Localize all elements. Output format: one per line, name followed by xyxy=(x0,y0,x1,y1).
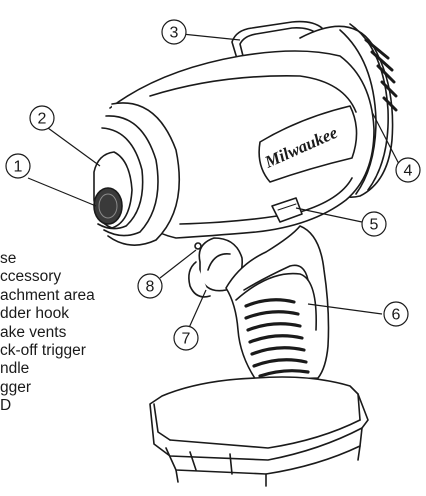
brand-panel xyxy=(258,105,358,183)
callout-circle-6 xyxy=(383,301,409,327)
hanger-hook xyxy=(231,20,329,63)
callout-circle-5 xyxy=(361,211,387,237)
leader-3 xyxy=(181,33,241,41)
battery-foot xyxy=(149,376,369,461)
legend-item: dder hook xyxy=(0,305,69,323)
led xyxy=(194,242,202,250)
parts-legend: se ccessory achment area dder hook ake v… xyxy=(0,250,170,416)
callout-circle-1 xyxy=(5,153,31,179)
callout-circle-8 xyxy=(137,273,163,299)
legend-item: ccessory xyxy=(0,268,62,286)
leader-1 xyxy=(27,177,97,207)
leader-6 xyxy=(307,303,383,315)
nozzle-mesh xyxy=(93,187,123,225)
legend-item: ake vents xyxy=(0,323,67,341)
callout-number-1: 1 xyxy=(14,159,23,176)
callout-number-3: 3 xyxy=(170,25,179,42)
legend-item: ck-off trigger xyxy=(0,341,86,359)
callout-circle-3 xyxy=(161,19,187,45)
legend-item: se xyxy=(0,250,17,267)
legend-item: gger xyxy=(0,378,32,396)
legend-item: D xyxy=(0,397,12,415)
callout-number-6: 6 xyxy=(392,307,401,324)
leader-4 xyxy=(371,111,401,167)
leader-7 xyxy=(187,289,207,331)
grip-ridges xyxy=(244,298,310,378)
callout-number-8: 8 xyxy=(146,279,155,296)
callout-number-2: 2 xyxy=(38,111,47,128)
callout-circle-7 xyxy=(173,325,199,351)
callout-circle-2 xyxy=(29,105,55,131)
leader-8 xyxy=(159,249,197,279)
callout-circle-4 xyxy=(395,157,421,183)
leader-5 xyxy=(295,207,363,223)
callout-number-7: 7 xyxy=(182,331,191,348)
legend-item: ndle xyxy=(0,360,30,378)
trigger xyxy=(198,237,243,292)
callout-number-4: 4 xyxy=(404,163,413,180)
leader-2 xyxy=(47,127,101,167)
legend-item: achment area xyxy=(0,286,95,304)
handle xyxy=(225,225,330,381)
callout-number-5: 5 xyxy=(370,217,379,234)
